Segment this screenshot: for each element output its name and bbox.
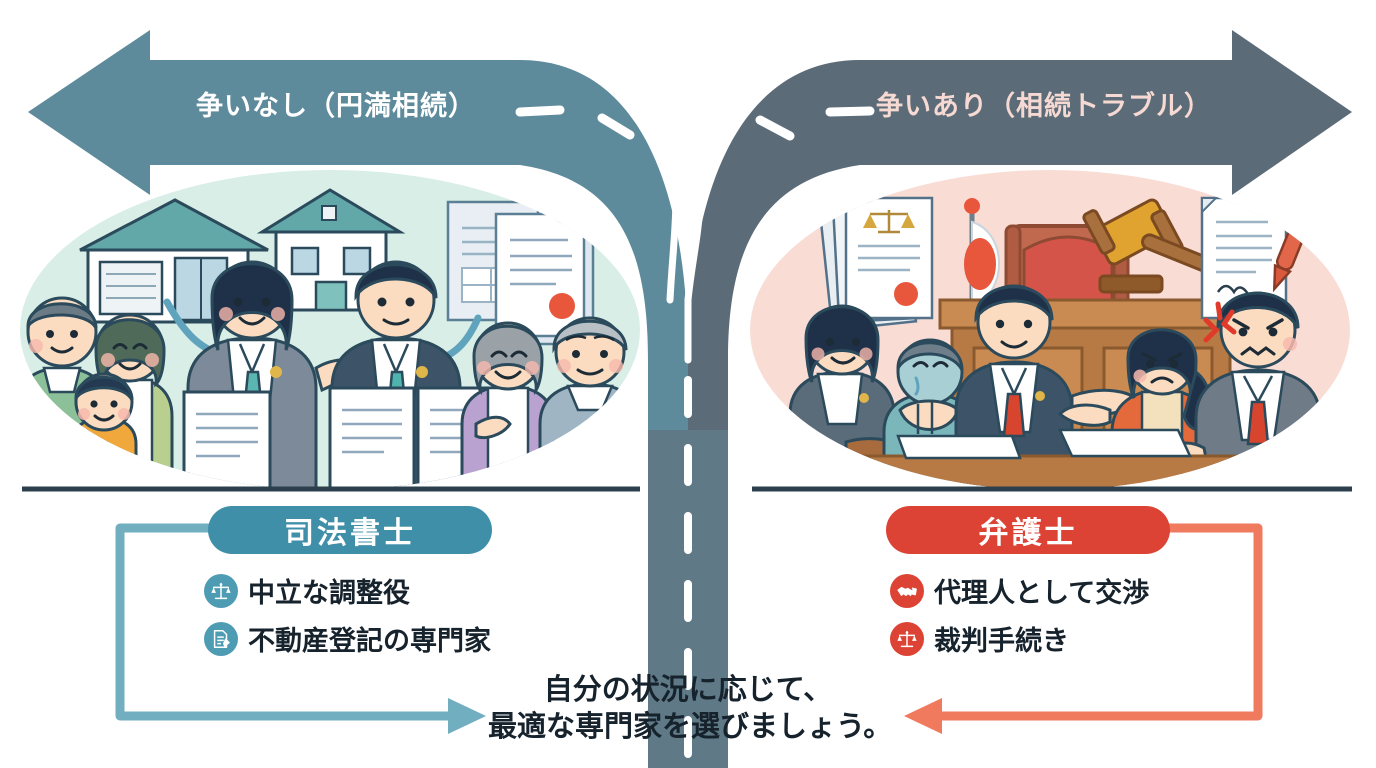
left-profession-title: 司法書士	[284, 517, 416, 550]
right-connector-arrow	[904, 523, 1263, 734]
right-bullet-1-label: 代理人として交渉	[934, 578, 1150, 608]
right-scene-illustration	[750, 170, 1352, 492]
left-bullet-2[interactable]: 不動産登記の専門家	[204, 619, 491, 658]
caption-line-2: 最適な専門家を選びましょう。	[488, 711, 893, 744]
left-bullet-1-label: 中立な調整役	[248, 578, 410, 608]
document-stack-icon	[446, 200, 595, 346]
right-profession-badge[interactable]: 弁護士	[886, 506, 1170, 554]
elderly-woman	[460, 321, 556, 490]
scales-icon	[204, 573, 238, 608]
left-bullet-2-label: 不動産登記の専門家	[248, 626, 491, 656]
handshake-icon	[890, 573, 924, 608]
road-fork	[28, 30, 1352, 768]
gavel-icon	[1082, 198, 1223, 294]
caption-line-1: 自分の状況に応じて、	[543, 674, 833, 706]
right-bullet-2-label: 裁判手続き	[934, 626, 1069, 656]
right-profession-title: 弁護士	[978, 517, 1078, 550]
right-road-label: 争いあり（相続トラブル）	[876, 91, 1212, 121]
road-lane-dashes	[515, 105, 875, 764]
female-judicial-scrivener	[182, 260, 371, 490]
anger-mark-icon	[1203, 301, 1237, 343]
japanese-flag-icon	[964, 198, 1000, 340]
left-connector-arrow	[115, 523, 486, 734]
document-pen-icon	[204, 621, 238, 656]
left-bullet-1[interactable]: 中立な調整役	[204, 571, 410, 610]
bottom-caption: 自分の状況に応じて、 最適な専門家を選びましょう。	[488, 672, 893, 746]
scales-icon	[890, 621, 924, 656]
elderly-man	[538, 316, 640, 490]
left-profession-badge[interactable]: 司法書士	[208, 506, 492, 554]
left-road-label: 争いなし（円満相続）	[196, 91, 476, 121]
right-bullet-1[interactable]: 代理人として交渉	[890, 571, 1149, 610]
left-scene-illustration	[20, 170, 640, 492]
right-bullet-2[interactable]: 裁判手続き	[890, 619, 1069, 658]
family-child	[70, 372, 138, 490]
